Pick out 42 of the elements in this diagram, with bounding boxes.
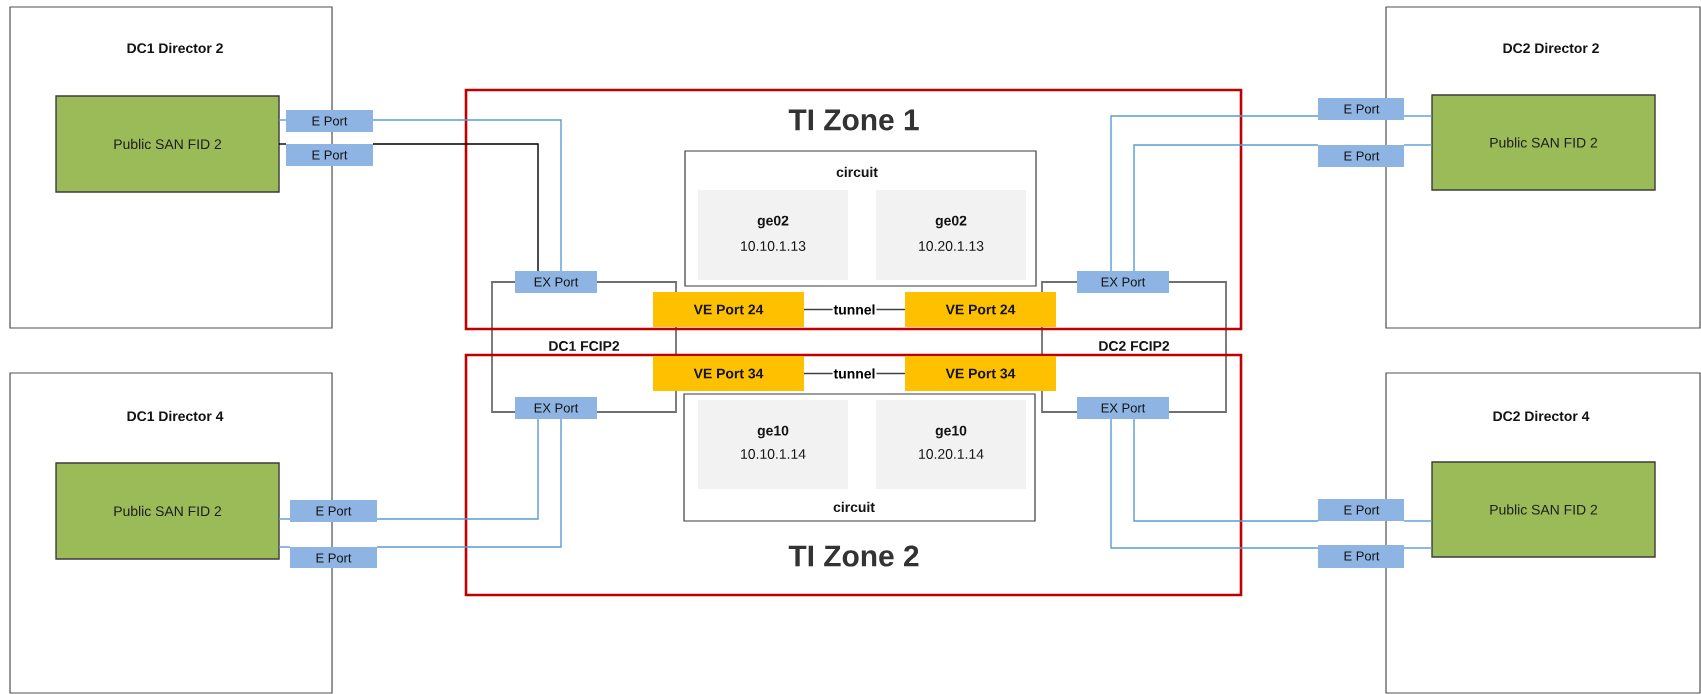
connector: [376, 418, 539, 520]
port-box: E Port: [1318, 499, 1404, 521]
connector: [376, 418, 562, 548]
fabric-box: Public SAN FID 2: [55, 95, 280, 193]
port-box: VE Port 24: [905, 292, 1056, 327]
connector: [1403, 547, 1433, 549]
connector: [1110, 115, 1319, 272]
port-box: VE Port 34: [653, 356, 804, 391]
port-box: VE Port 24: [653, 292, 804, 327]
interface-box: ge02 10.20.1.13: [876, 190, 1026, 280]
interface-box: ge10 10.20.1.14: [876, 400, 1026, 489]
fabric-box: Public SAN FID 2: [55, 462, 280, 560]
port-box: E Port: [1318, 98, 1404, 120]
connector: [372, 119, 562, 272]
connector: [1133, 144, 1319, 272]
connector: [1110, 418, 1319, 549]
port-box: VE Port 34: [905, 356, 1056, 391]
edge-label: tunnel: [832, 366, 877, 381]
interface-box: ge02 10.10.1.13: [698, 190, 848, 280]
port-box: EX Port: [1077, 271, 1169, 293]
port-box: E Port: [286, 110, 373, 132]
connector: [278, 518, 291, 520]
connector: [278, 119, 287, 121]
fabric-box: Public SAN FID 2: [1431, 94, 1656, 191]
edge-label: tunnel: [832, 302, 877, 317]
port-box: E Port: [290, 547, 377, 568]
connector: [372, 143, 539, 272]
port-box: E Port: [1318, 145, 1404, 167]
connector: [1403, 144, 1433, 146]
fabric-box: Public SAN FID 2: [1431, 461, 1656, 558]
port-box: E Port: [286, 144, 373, 166]
connector: [1133, 418, 1319, 522]
port-box: E Port: [1318, 545, 1404, 568]
interface-box: ge10 10.10.1.14: [698, 400, 848, 489]
connector: [278, 143, 287, 145]
port-box: EX Port: [515, 271, 597, 293]
port-box: E Port: [290, 500, 377, 522]
port-box: EX Port: [515, 397, 597, 419]
connector: [1403, 115, 1433, 117]
port-box: EX Port: [1077, 397, 1169, 419]
connector: [1403, 520, 1433, 522]
connector: [278, 546, 291, 548]
